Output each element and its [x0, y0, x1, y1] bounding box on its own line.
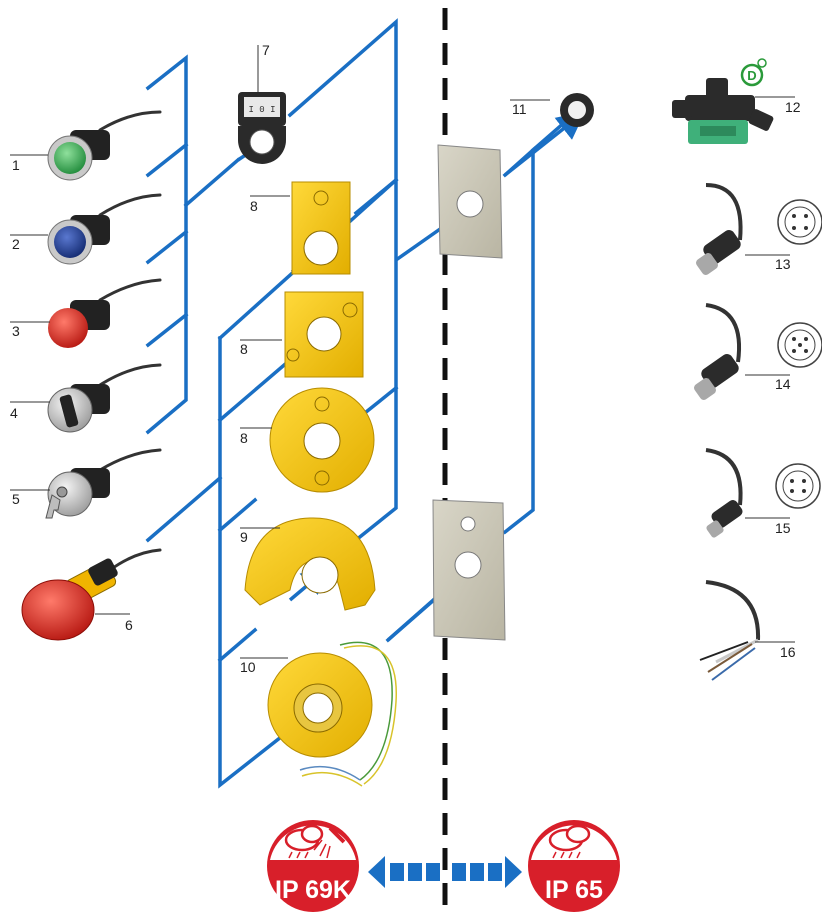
green-pushbutton [47, 130, 110, 181]
ip65-badge: IP 65 [528, 820, 620, 912]
callout-9: 9 [240, 529, 248, 545]
open-end-cable [699, 580, 761, 681]
key-switch [45, 468, 110, 519]
callout-7: 7 [262, 42, 270, 58]
stainless-front-plate-bottom [432, 499, 506, 641]
callout-14: 14 [775, 376, 791, 392]
callout-2: 2 [12, 236, 20, 252]
callout-leaders [10, 45, 795, 659]
callout-5: 5 [12, 491, 20, 507]
emergency-stop-button [21, 558, 118, 641]
callout-1: 1 [12, 157, 20, 173]
callout-numbers: 1 2 3 4 5 6 7 8 8 8 9 10 11 12 13 14 15 … [10, 42, 801, 675]
water-jet-icon [313, 826, 346, 859]
rain-cloud-icon [284, 824, 324, 859]
callout-8-square: 8 [240, 341, 248, 357]
t-connector [672, 78, 774, 144]
callout-10: 10 [240, 659, 256, 675]
selector-switch [47, 384, 110, 433]
callout-13: 13 [775, 256, 791, 272]
callout-8-round: 8 [240, 430, 248, 446]
ip69k-label: IP 69K [275, 876, 351, 904]
button-cables [98, 110, 162, 572]
yellow-label-plate-square [284, 291, 364, 378]
legend-plate-text: I 0 I [248, 105, 275, 115]
din-mark-icon: D [740, 58, 767, 87]
m8-cable-connector [705, 448, 821, 538]
m12-cable-connector-5pin [694, 303, 822, 400]
illuminated-ring [267, 641, 397, 787]
legend-plate-holder: I 0 I [238, 92, 286, 164]
callout-4: 4 [10, 405, 18, 421]
callout-16: 16 [780, 644, 796, 660]
m12-cable-connector-4pin [696, 183, 822, 275]
callout-12: 12 [785, 99, 801, 115]
svg-text:D: D [747, 68, 756, 83]
ip69k-badge: IP 69K [267, 820, 359, 912]
ip65-label: IP 65 [545, 876, 603, 904]
yellow-label-plate-rect-small [291, 181, 351, 275]
callout-6: 6 [125, 617, 133, 633]
yellow-label-plate-round [269, 387, 375, 493]
red-pushbutton [48, 300, 110, 348]
callout-8-rect: 8 [250, 198, 258, 214]
sealing-ring [560, 93, 594, 127]
stainless-front-plate-top [437, 144, 503, 259]
blue-pushbutton [47, 215, 110, 265]
double-arrow-icon [368, 856, 522, 888]
callout-11: 11 [512, 101, 527, 117]
rain-cloud-icon [548, 824, 591, 859]
callout-15: 15 [775, 520, 791, 536]
protective-shroud [244, 517, 376, 611]
callout-3: 3 [12, 323, 20, 339]
